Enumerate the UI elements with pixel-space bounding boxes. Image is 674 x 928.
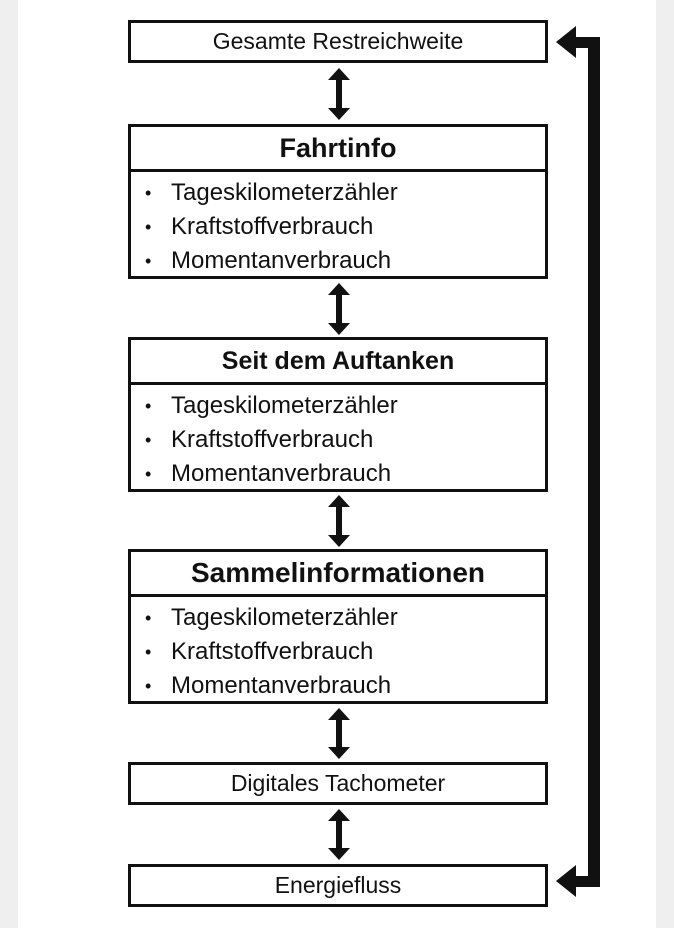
section-title: Fahrtinfo	[131, 127, 545, 172]
list-item: • Kraftstoffverbrauch	[145, 423, 545, 457]
box-gesamte-restreichweite: Gesamte Restreichweite	[128, 20, 548, 63]
bullet-icon: •	[145, 675, 152, 696]
item-label: Kraftstoffverbrauch	[171, 426, 374, 453]
bullet-icon: •	[145, 463, 152, 484]
item-label: Kraftstoffverbrauch	[171, 213, 374, 240]
item-label: Tageskilometerzähler	[171, 604, 398, 631]
loop-arrow-icon	[556, 26, 600, 897]
box-label: Digitales Tachometer	[230, 770, 446, 796]
section-sammelinformationen: Sammelinformationen • Tageskilometerzähl…	[128, 549, 548, 704]
double-arrow-icon	[328, 68, 350, 120]
double-arrow-icon	[328, 283, 350, 335]
box-energiefluss: Energiefluss	[128, 864, 548, 907]
list-item: • Kraftstoffverbrauch	[145, 210, 545, 244]
bullet-icon: •	[145, 429, 152, 450]
box-label: Gesamte Restreichweite	[212, 28, 464, 54]
list-item: • Tageskilometerzähler	[145, 389, 545, 423]
bullet-icon: •	[145, 395, 152, 416]
item-label: Kraftstoffverbrauch	[171, 638, 374, 665]
item-list: • Tageskilometerzähler • Kraftstoffverbr…	[131, 597, 545, 703]
section-title: Seit dem Auftanken	[131, 340, 545, 385]
bullet-icon: •	[145, 250, 152, 271]
item-label: Tageskilometerzähler	[171, 179, 398, 206]
item-label: Momentanverbrauch	[171, 247, 392, 274]
double-arrow-icon	[328, 495, 350, 547]
box-label: Energiefluss	[274, 872, 402, 898]
item-list: • Tageskilometerzähler • Kraftstoffverbr…	[131, 172, 545, 278]
bullet-icon: •	[145, 607, 152, 628]
double-arrow-icon	[328, 809, 350, 860]
item-label: Tageskilometerzähler	[171, 392, 398, 419]
item-list: • Tageskilometerzähler • Kraftstoffverbr…	[131, 385, 545, 491]
box-digitales-tachometer: Digitales Tachometer	[128, 762, 548, 805]
list-item: • Tageskilometerzähler	[145, 176, 545, 210]
bullet-icon: •	[145, 182, 152, 203]
item-label: Momentanverbrauch	[171, 672, 392, 699]
list-item: • Momentanverbrauch	[145, 669, 545, 703]
list-item: • Kraftstoffverbrauch	[145, 635, 545, 669]
section-seit-dem-auftanken: Seit dem Auftanken • Tageskilometerzähle…	[128, 337, 548, 492]
double-arrow-icon	[328, 708, 350, 759]
list-item: • Tageskilometerzähler	[145, 601, 545, 635]
section-title: Sammelinformationen	[131, 552, 545, 597]
list-item: • Momentanverbrauch	[145, 244, 545, 278]
section-fahrtinfo: Fahrtinfo • Tageskilometerzähler • Kraft…	[128, 124, 548, 279]
bullet-icon: •	[145, 216, 152, 237]
list-item: • Momentanverbrauch	[145, 457, 545, 491]
bullet-icon: •	[145, 641, 152, 662]
item-label: Momentanverbrauch	[171, 460, 392, 487]
